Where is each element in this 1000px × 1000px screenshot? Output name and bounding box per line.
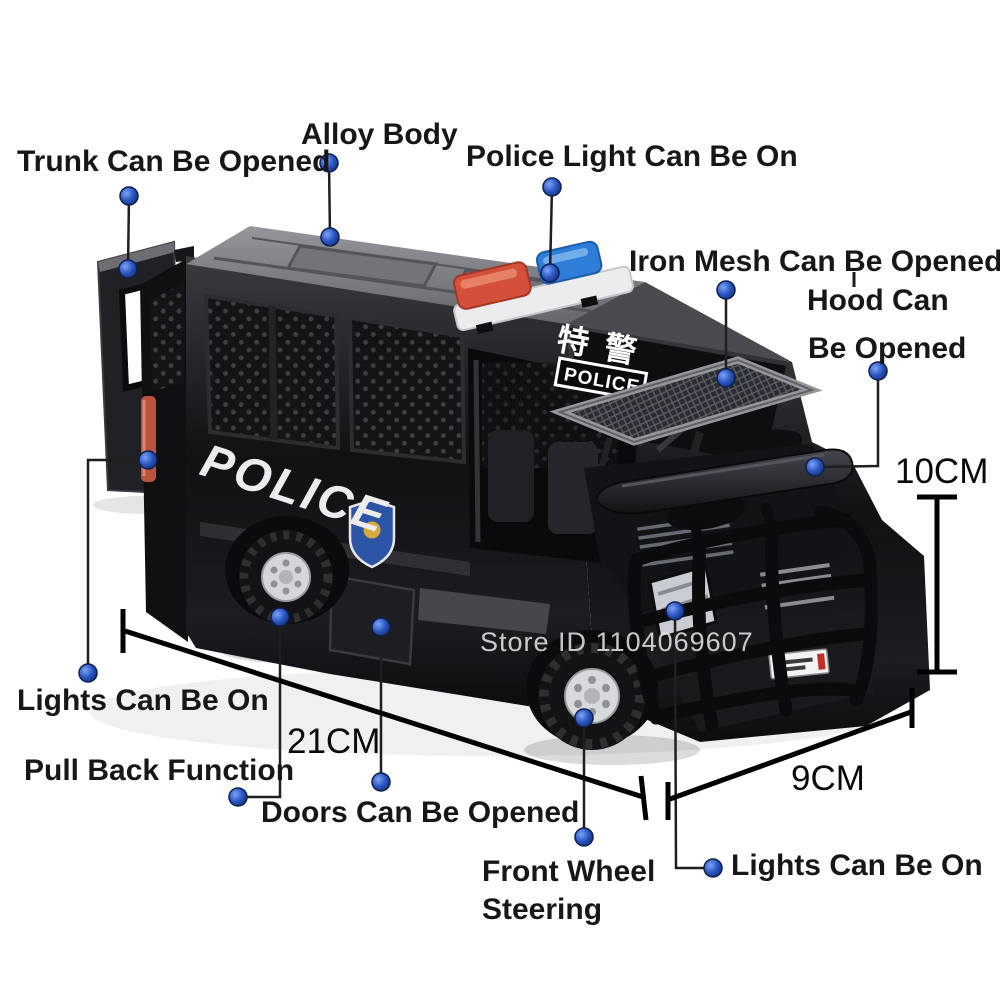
dimension-label-length: 21CM [287,722,381,761]
callout-dot [703,858,723,878]
callout-label-hood-line2: Be Opened [808,332,967,365]
iron-mesh-panel [549,356,823,474]
callout-dot [228,787,248,807]
callout-dot [574,708,594,728]
callout-dot [574,827,594,847]
callout-label-front-wheel-line2: Steering [482,893,603,926]
callout-line-hood [814,371,880,469]
callout-dot [540,263,560,283]
callout-label-lights-left: Lights Can Be On [17,684,269,717]
door-step [418,588,550,634]
front-wheel [526,630,658,750]
callout-dot [119,186,139,206]
callout-dot [270,607,290,627]
police-badge [348,498,396,569]
side-door-panel [328,574,550,666]
callout-dot [542,177,562,197]
callout-label-trunk: Trunk Can Be Opened [17,145,331,178]
callout-line-alloy-body [327,162,332,238]
callout-label-hood-line1: Hood Can [807,284,949,317]
callout-line-lights-right [673,610,713,870]
callout-dot [138,450,158,470]
dimension-length [120,609,649,821]
callout-label-lights-right: Lights Can Be On [731,849,983,882]
watermark: Store ID 1104069607 [480,627,754,657]
dimension-height [917,494,957,675]
callout-dot [371,617,391,637]
red-beacon [453,261,532,310]
callout-dot [320,227,340,247]
callout-line-police-light [548,186,554,274]
callout-dot [665,601,685,621]
hood-panel [594,448,854,515]
callout-dot [319,153,339,173]
callout-dot [78,663,98,683]
callout-line-trunk [126,195,131,270]
callout-dot [805,457,825,477]
van-rear-face [140,258,188,642]
callout-line-pull-back [238,617,282,799]
dimension-lines [120,494,957,821]
callout-dot [868,361,888,381]
side-window-mesh [203,293,467,465]
callout-dot [716,368,736,388]
callout-dot [371,772,391,792]
dimension-width [665,688,915,820]
light-bar [453,240,634,335]
callout-label-alloy-body: Alloy Body [301,118,458,151]
callout-label-police-light: Police Light Can Be On [466,140,798,173]
dimension-label-width: 9CM [791,759,865,798]
callout-label-pull-back: Pull Back Function [24,754,295,787]
callout-line-lights-left [86,458,148,673]
dimension-label-height: 10CM [895,452,989,491]
rear-wheel [225,516,349,624]
callout-dots [78,153,888,878]
callout-lines [86,162,880,870]
callout-label-iron-mesh: Iron Mesh Can Be Opened [629,245,1000,278]
callout-dot [716,280,736,300]
callout-dot [118,259,138,279]
callout-label-front-wheel-line1: Front Wheel [482,855,656,888]
callout-label-doors: Doors Can Be Opened [261,796,580,829]
